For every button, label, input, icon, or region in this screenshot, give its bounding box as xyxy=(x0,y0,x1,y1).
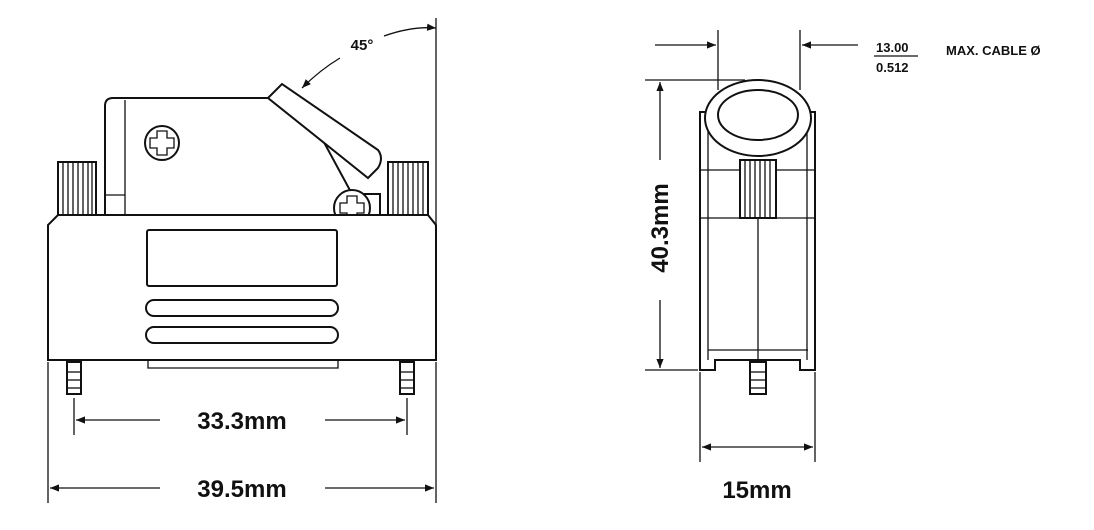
height-label: 40.3mm xyxy=(647,183,674,272)
grip-slot-2 xyxy=(145,326,339,344)
cable-mm-label: 13.00 xyxy=(876,40,909,55)
depth-dimension: 15mm xyxy=(699,372,816,504)
right-pin xyxy=(399,361,415,395)
angle-annotation: 45° xyxy=(301,18,437,225)
outer-width-label: 39.5mm xyxy=(197,476,286,503)
angle-label: 45° xyxy=(351,37,374,54)
cable-max-label: MAX. CABLE Ø xyxy=(946,43,1041,58)
cable-dimension: 13.00 0.512 MAX. CABLE Ø xyxy=(655,30,1041,90)
outer-width-dimension: 39.5mm xyxy=(47,362,437,503)
left-thumbscrew xyxy=(57,161,97,218)
hood-body xyxy=(47,214,437,361)
cable-ring xyxy=(704,79,812,157)
height-dimension: 40.3mm xyxy=(645,79,745,371)
screw-left-icon xyxy=(144,125,180,161)
strain-relief-clamp xyxy=(266,82,382,180)
side-pin xyxy=(749,361,767,395)
side-view: 40.3mm 15mm 13.00 0.512 MAX. CABLE Ø xyxy=(645,30,1041,504)
grip-slot-1 xyxy=(145,299,339,317)
label-window xyxy=(146,229,338,287)
front-view: 45° 33.3mm 39.5mm xyxy=(47,18,437,503)
depth-label: 15mm xyxy=(722,477,791,504)
inner-width-dimension: 33.3mm xyxy=(73,398,408,435)
right-thumbscrew xyxy=(387,161,429,218)
inner-width-label: 33.3mm xyxy=(197,408,286,435)
side-thumbscrew xyxy=(739,159,777,219)
cable-in-label: 0.512 xyxy=(876,60,909,75)
left-pin xyxy=(66,361,82,395)
